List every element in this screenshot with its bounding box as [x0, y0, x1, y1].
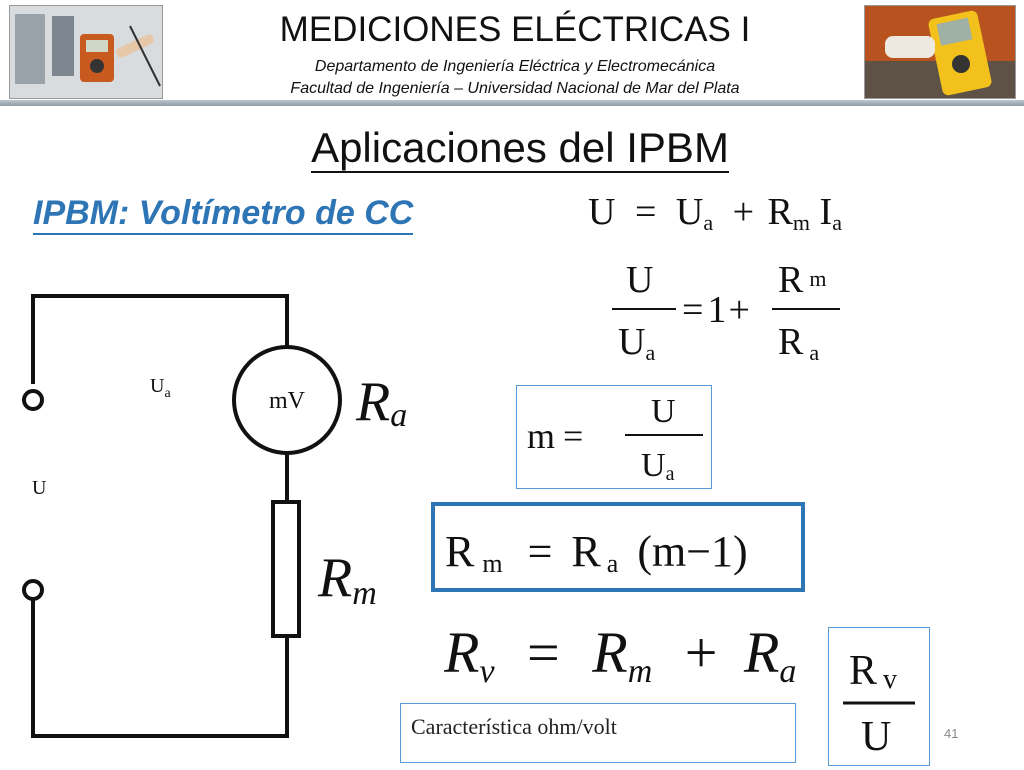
svg-text:Ua: Ua [641, 447, 675, 485]
equation-rv-sum: Rv = Rm + Ra [444, 620, 796, 690]
header-divider [0, 100, 1024, 106]
fluke-meter-photo-icon [865, 6, 1015, 98]
svg-text:=1+: =1+ [682, 289, 750, 331]
multimeter-photo-icon [10, 6, 162, 98]
page-number: 41 [944, 726, 959, 741]
u-label: U [32, 477, 47, 499]
terminal-top-icon [22, 389, 44, 411]
svg-text:U: U [626, 259, 653, 301]
svg-text:Rm = Ra (m−1: Rm = Ra (m−1) [445, 527, 748, 582]
wire-bottom [31, 598, 289, 738]
caption-text: Característica ohm/volt [411, 714, 617, 739]
voltmeter-circuit-diagram: mV Ua U Ra Rm [22, 294, 407, 738]
header-photo-multimeter-right [864, 5, 1016, 99]
svg-text:U = Ua + Rm: U = Ua + Rm Ia [588, 191, 842, 239]
svg-text:Rv = Rm + Ra: Rv = Rm + Ra [444, 620, 796, 690]
equation-m-box: m= U Ua [516, 385, 712, 489]
terminal-bottom-icon [22, 579, 44, 601]
svg-text:Ua: Ua [618, 321, 655, 365]
header-photo-multimeter-left [9, 5, 163, 99]
svg-text:Rv: Rv [849, 648, 897, 695]
course-title: MEDICIONES ELÉCTRICAS I [279, 10, 751, 49]
slide-title: Aplicaciones del IPBM [311, 124, 729, 173]
slide-subtitle: IPBM: Voltímetro de CC [33, 193, 414, 235]
department-name: Departamento de Ingeniería Eléctrica y E… [314, 58, 716, 75]
meter-label: mV [269, 388, 306, 414]
equation-m: m= U Ua [527, 393, 703, 485]
ua-label: Ua [150, 375, 171, 401]
resistor-symbol [271, 500, 301, 638]
equation-u-sum: U = Ua + Rm Ia [588, 191, 842, 239]
rm-label: Rm [317, 547, 377, 612]
svg-text:U: U [651, 393, 676, 430]
svg-text:m=: m= [527, 416, 583, 456]
wire-top [31, 294, 289, 384]
svg-text:U: U [861, 714, 891, 760]
svg-text:Rm: Rm [778, 259, 826, 301]
svg-text:Ra: Ra [778, 321, 819, 365]
ra-label: Ra [355, 371, 407, 434]
caption-box: Característica ohm/volt [400, 703, 796, 763]
faculty-name: Facultad de Ingeniería – Universidad Nac… [290, 80, 740, 97]
